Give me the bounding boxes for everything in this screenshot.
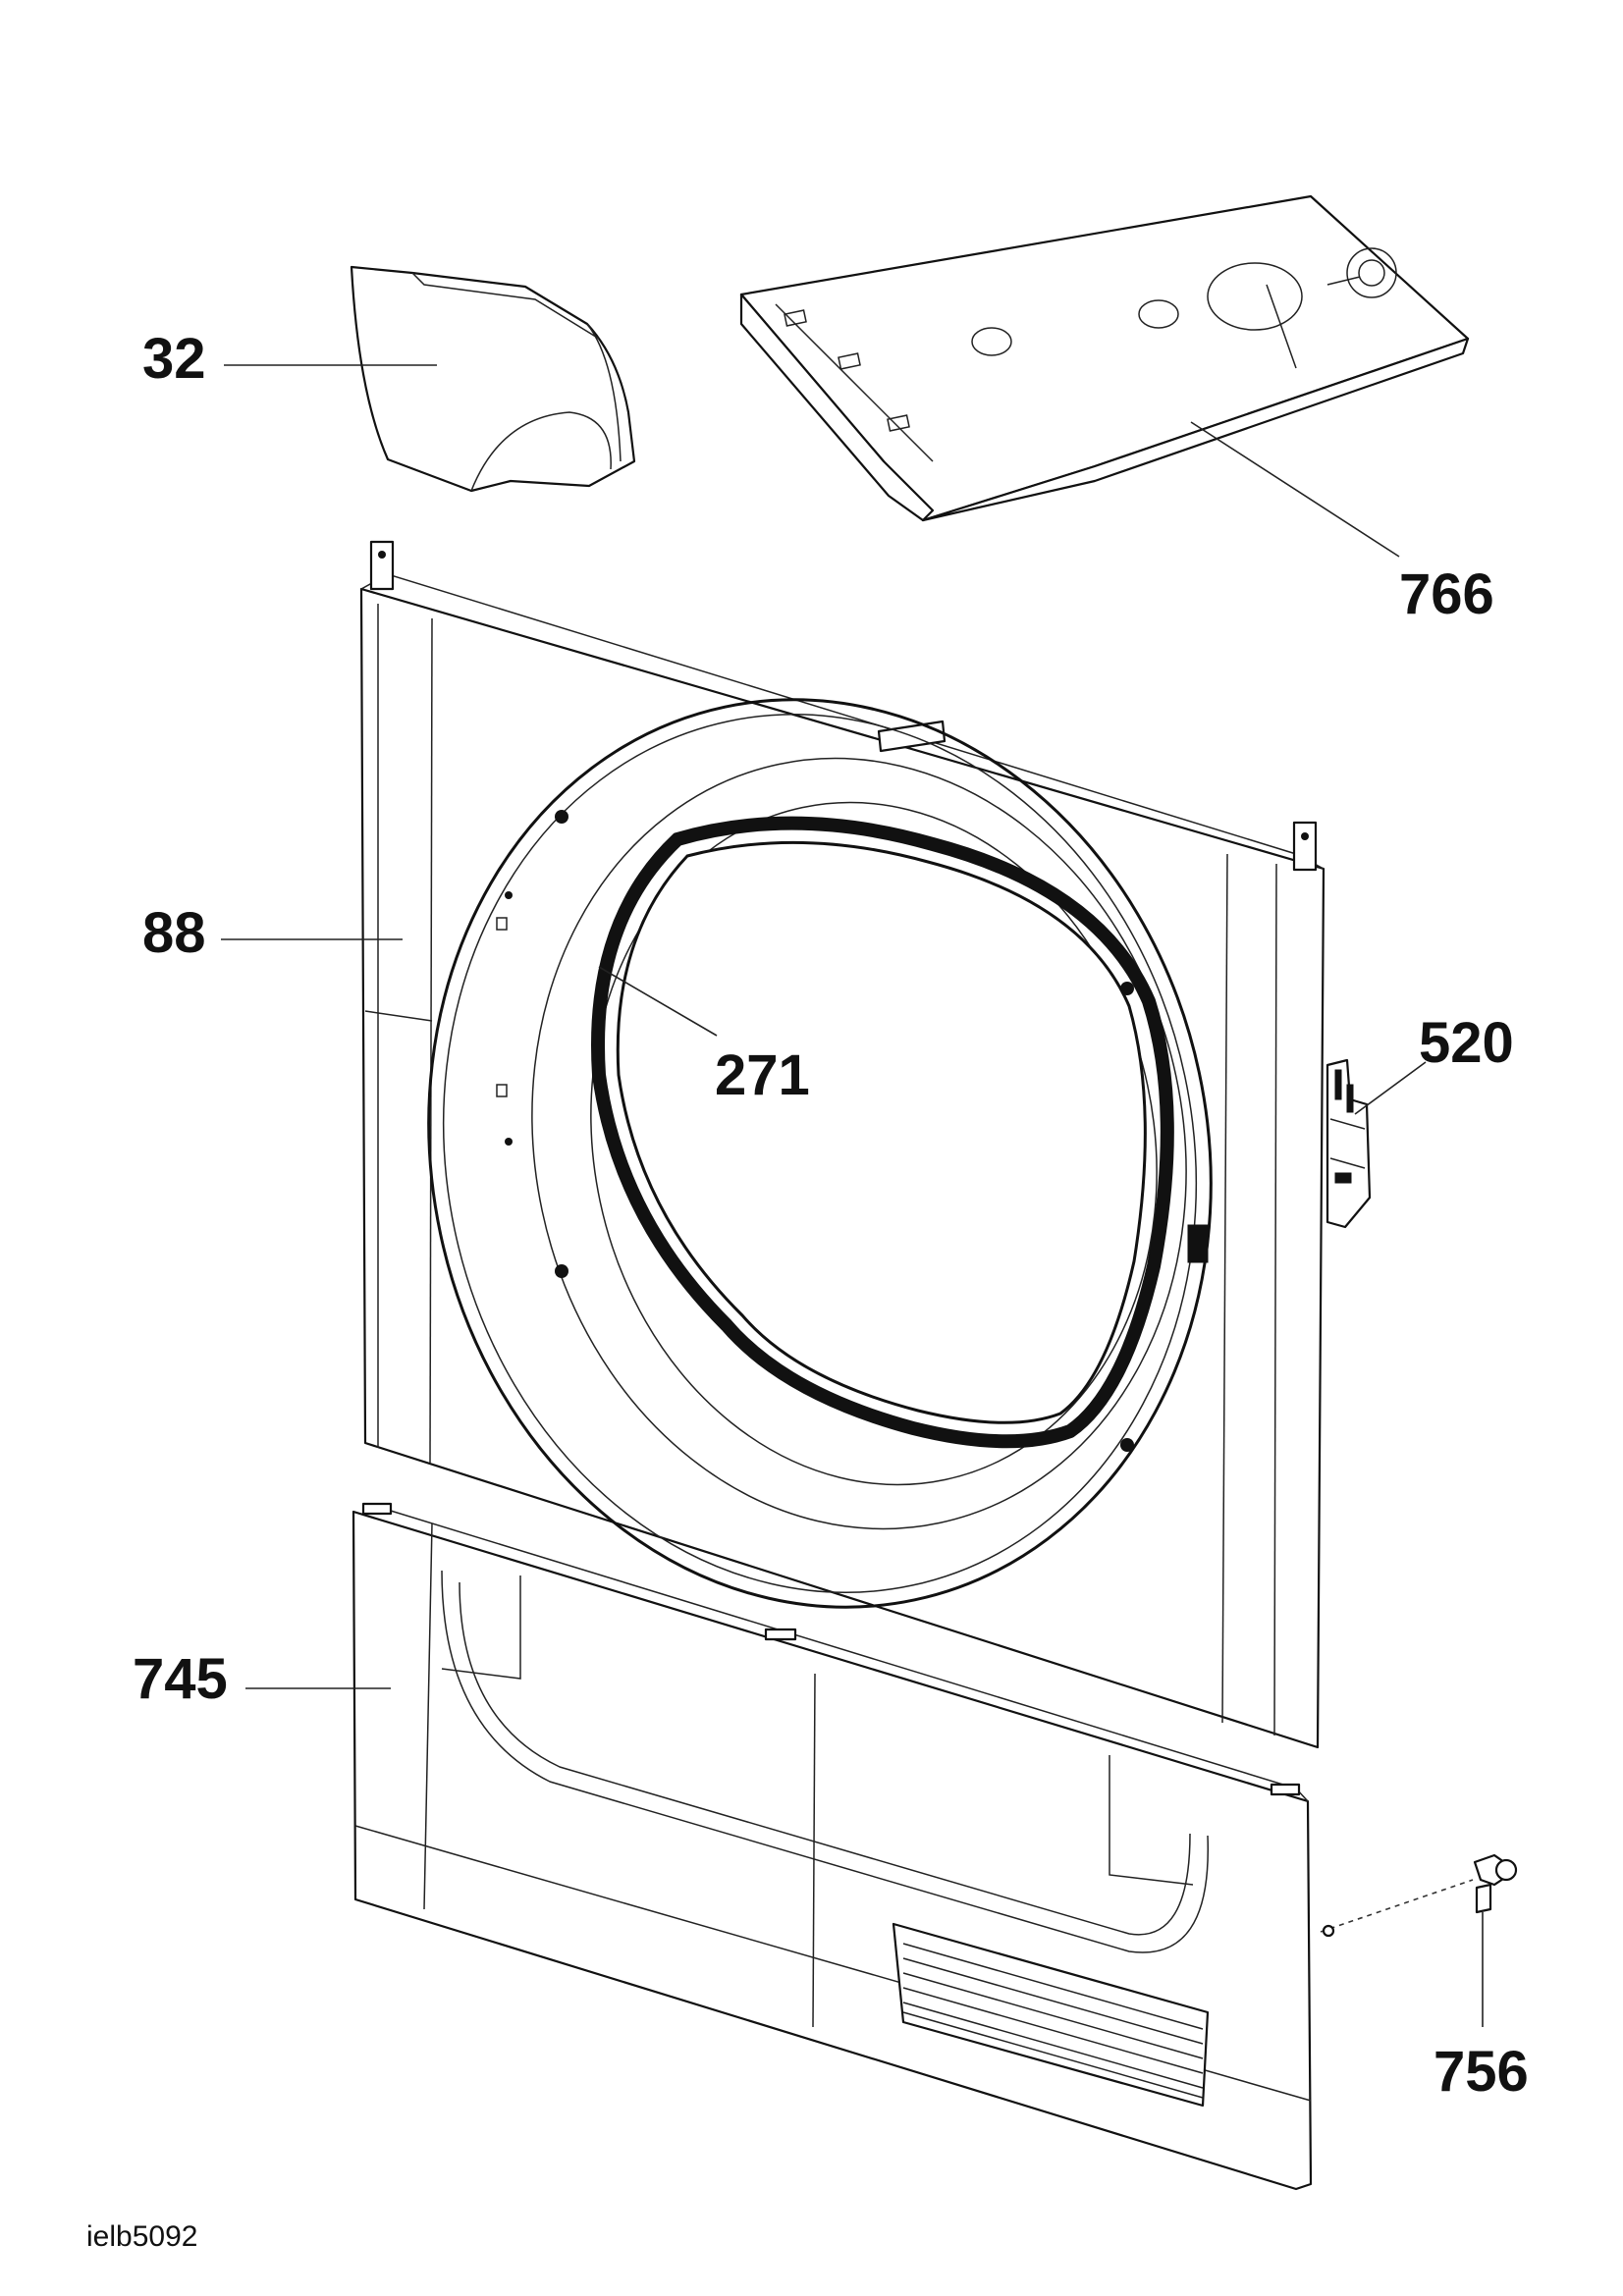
callout-32: 32: [142, 327, 206, 391]
drawing-code: ielb5092: [86, 2220, 197, 2253]
callout-745: 745: [133, 1647, 228, 1711]
leader-520: [1354, 1061, 1427, 1115]
leader-lines: [221, 364, 1484, 2027]
part-271-door-seal: [591, 816, 1174, 1449]
vent-slats: [902, 1943, 1204, 2099]
part-32-duct-cover: [350, 265, 636, 493]
part-756-clip: [1320, 1853, 1518, 1938]
callout-88: 88: [142, 901, 206, 965]
callout-756: 756: [1434, 2040, 1529, 2104]
callout-766: 766: [1399, 562, 1494, 626]
callout-520: 520: [1419, 1011, 1514, 1075]
leader-766: [1190, 421, 1400, 558]
part-766-control-housing: [739, 194, 1470, 522]
callout-271: 271: [715, 1043, 810, 1107]
part-520-door-lock: [1325, 1058, 1372, 1229]
part-745-plinth-panel: [352, 1502, 1313, 2191]
leader-271: [598, 966, 718, 1037]
callout-labels: 32 766 88 271 520 745 756: [133, 327, 1529, 2104]
